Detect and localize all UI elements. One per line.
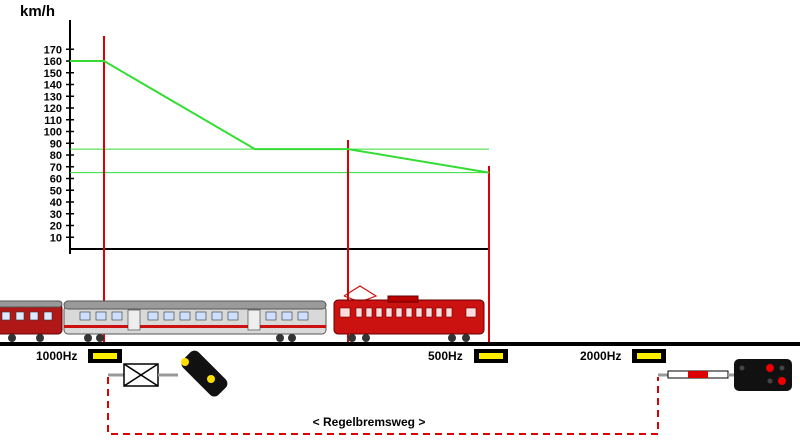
- y-tick-label: 110: [44, 115, 62, 127]
- passenger-coach-icon: [0, 300, 63, 342]
- magnet-2000hz-face: [637, 353, 661, 359]
- y-tick-label: 150: [44, 68, 62, 80]
- magnet-1000hz-face: [93, 353, 117, 359]
- y-axis-ticks: 1020304050607080901001101201301401501601…: [44, 44, 74, 244]
- braking-distance-label: < Regelbremsweg >: [313, 415, 426, 429]
- reference-lines: [70, 148, 489, 174]
- train: [0, 285, 485, 342]
- braking-distance-bracket: [107, 377, 659, 435]
- y-tick-label: 160: [44, 56, 62, 68]
- rail: [0, 342, 800, 346]
- speed-curve: [70, 60, 490, 174]
- magnet-label-500hz: 500Hz: [428, 349, 463, 363]
- y-tick-label: 80: [50, 150, 62, 162]
- y-tick-label: 40: [50, 197, 62, 209]
- magnet-label-2000hz: 2000Hz: [580, 349, 621, 363]
- magnet-500hz-face: [479, 353, 503, 359]
- y-tick-label: 170: [44, 44, 62, 56]
- y-tick-label: 140: [44, 80, 62, 92]
- passenger-coach-icon: [63, 300, 327, 342]
- y-tick-label: 70: [50, 162, 62, 174]
- magnet-label-1000hz: 1000Hz: [36, 349, 77, 363]
- y-axis-title: km/h: [20, 3, 55, 20]
- y-tick-label: 20: [50, 221, 62, 233]
- red-white-barrier-icon: [667, 370, 729, 379]
- y-tick-label: 120: [44, 103, 62, 115]
- y-tick-label: 90: [50, 138, 62, 150]
- main-signal-two-red-icon: [734, 359, 792, 391]
- y-tick-label: 10: [50, 232, 62, 244]
- distant-signal-two-yellow-icon: [181, 350, 228, 397]
- y-tick-label: 130: [44, 91, 62, 103]
- cross-board-icon: [123, 363, 159, 387]
- y-tick-label: 60: [50, 174, 62, 186]
- electric-locomotive-icon: [333, 285, 485, 342]
- y-tick-label: 30: [50, 209, 62, 221]
- y-tick-label: 50: [50, 185, 62, 197]
- y-tick-label: 100: [44, 127, 62, 139]
